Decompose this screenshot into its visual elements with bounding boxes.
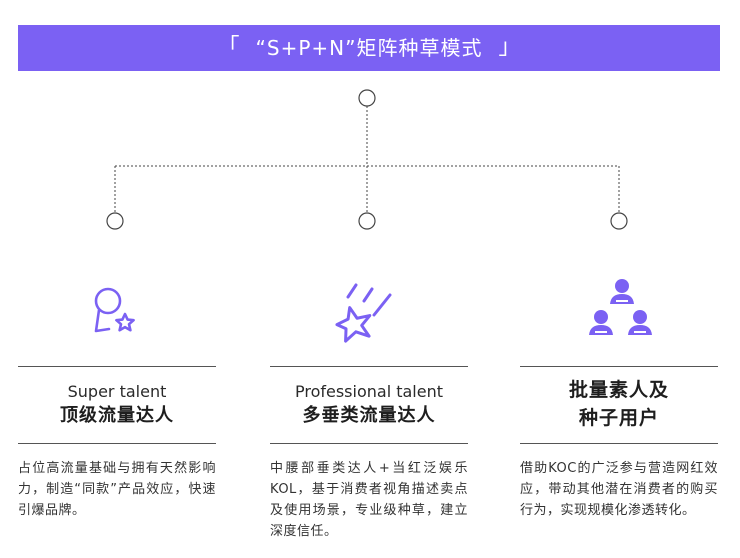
column-bottom-rule bbox=[520, 443, 718, 444]
column-english-title: Super talent bbox=[67, 382, 167, 401]
column-professional-talent: Professional talent 多垂类流量达人 中腰部垂类达人+当红泛娱… bbox=[270, 366, 468, 542]
column-description: 占位高流量基础与拥有天然影响力，制造“同款”产品效应，快速引爆品牌。 bbox=[18, 461, 216, 518]
banner-title: “S+P+N”矩阵种草模式 bbox=[255, 36, 483, 60]
column-seed-users: 批量素人及 种子用户 借助KOC的广泛参与营造网红效应，带动其他潜在消费者的购买… bbox=[520, 366, 718, 521]
award-badge-icon bbox=[94, 287, 135, 333]
banner-left-bracket: 「 bbox=[217, 35, 240, 60]
root-node bbox=[358, 89, 376, 107]
column-heading: Professional talent 多垂类流量达人 bbox=[270, 367, 468, 443]
column-description: 中腰部垂类达人+当红泛娱乐KOL，基于消费者视角描述卖点及使用场景，专业级种草，… bbox=[270, 461, 468, 539]
banner-right-bracket: 」 bbox=[498, 35, 521, 60]
column-chinese-title: 批量素人及 bbox=[568, 379, 669, 402]
node-middle bbox=[358, 212, 376, 230]
column-super-talent: Super talent 顶级流量达人 占位高流量基础与拥有天然影响力，制造“同… bbox=[18, 366, 216, 521]
column-top-rule bbox=[18, 366, 216, 367]
column-heading: Super talent 顶级流量达人 bbox=[18, 367, 216, 443]
node-right bbox=[610, 212, 628, 230]
column-english-title: Professional talent bbox=[294, 382, 444, 401]
node-left bbox=[106, 212, 124, 230]
column-chinese-title: 顶级流量达人 bbox=[60, 404, 174, 426]
column-chinese-title-line2: 种子用户 bbox=[578, 407, 659, 429]
column-chinese-title: 多垂类流量达人 bbox=[302, 404, 436, 426]
column-bottom-rule bbox=[18, 443, 216, 444]
column-description: 借助KOC的广泛参与营造网红效应，带动其他潜在消费者的购买行为，实现规模化渗透转… bbox=[520, 461, 718, 518]
shooting-star-icon bbox=[335, 283, 392, 343]
column-top-rule bbox=[520, 366, 718, 367]
column-bottom-rule bbox=[270, 443, 468, 444]
column-heading: 批量素人及 种子用户 bbox=[520, 367, 718, 443]
title-banner: 「 “S+P+N”矩阵种草模式 」 bbox=[18, 25, 720, 71]
column-top-rule bbox=[270, 366, 468, 367]
user-group-icon bbox=[589, 279, 652, 335]
